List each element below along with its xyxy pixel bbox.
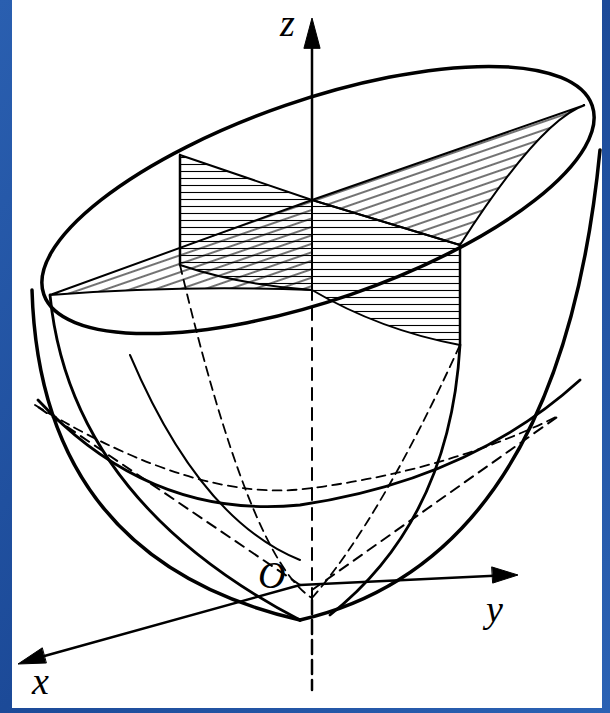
origin-label: O bbox=[258, 556, 285, 594]
section-edge bbox=[179, 155, 182, 265]
section-edge bbox=[459, 245, 462, 345]
panel bbox=[12, 0, 602, 708]
section-edge bbox=[50, 295, 300, 620]
z-axis bbox=[311, 30, 314, 200]
section-edge bbox=[330, 345, 460, 615]
level-curve bbox=[38, 380, 580, 507]
paraboloid-outline bbox=[300, 150, 600, 620]
arrowhead bbox=[492, 567, 518, 583]
hidden-curve bbox=[180, 265, 312, 598]
x-axis bbox=[30, 585, 300, 660]
rim-ellipse bbox=[11, 11, 610, 389]
y-axis bbox=[300, 575, 510, 585]
axis-label: x bbox=[32, 662, 49, 700]
section-face bbox=[312, 105, 585, 245]
axis-label: y bbox=[486, 590, 503, 628]
axis-label: z bbox=[280, 4, 295, 42]
arrowhead bbox=[304, 18, 320, 48]
section-edge bbox=[130, 355, 300, 560]
paraboloid-outline bbox=[32, 290, 300, 620]
z-axis bbox=[311, 600, 314, 690]
